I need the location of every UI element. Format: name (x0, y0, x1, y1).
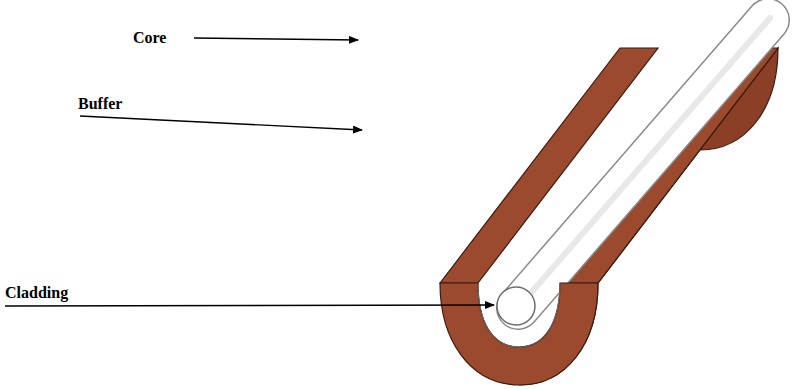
leader-line (5, 305, 494, 306)
part-label: Core (133, 28, 166, 47)
cladding-edge (478, 283, 560, 347)
part-label: Cladding (5, 283, 68, 302)
leader-line (80, 116, 362, 130)
part-label: Buffer (78, 94, 122, 113)
leader-line (194, 38, 358, 40)
core-end (497, 287, 535, 325)
core-highlight (530, 18, 770, 294)
buffer-front (440, 283, 598, 385)
